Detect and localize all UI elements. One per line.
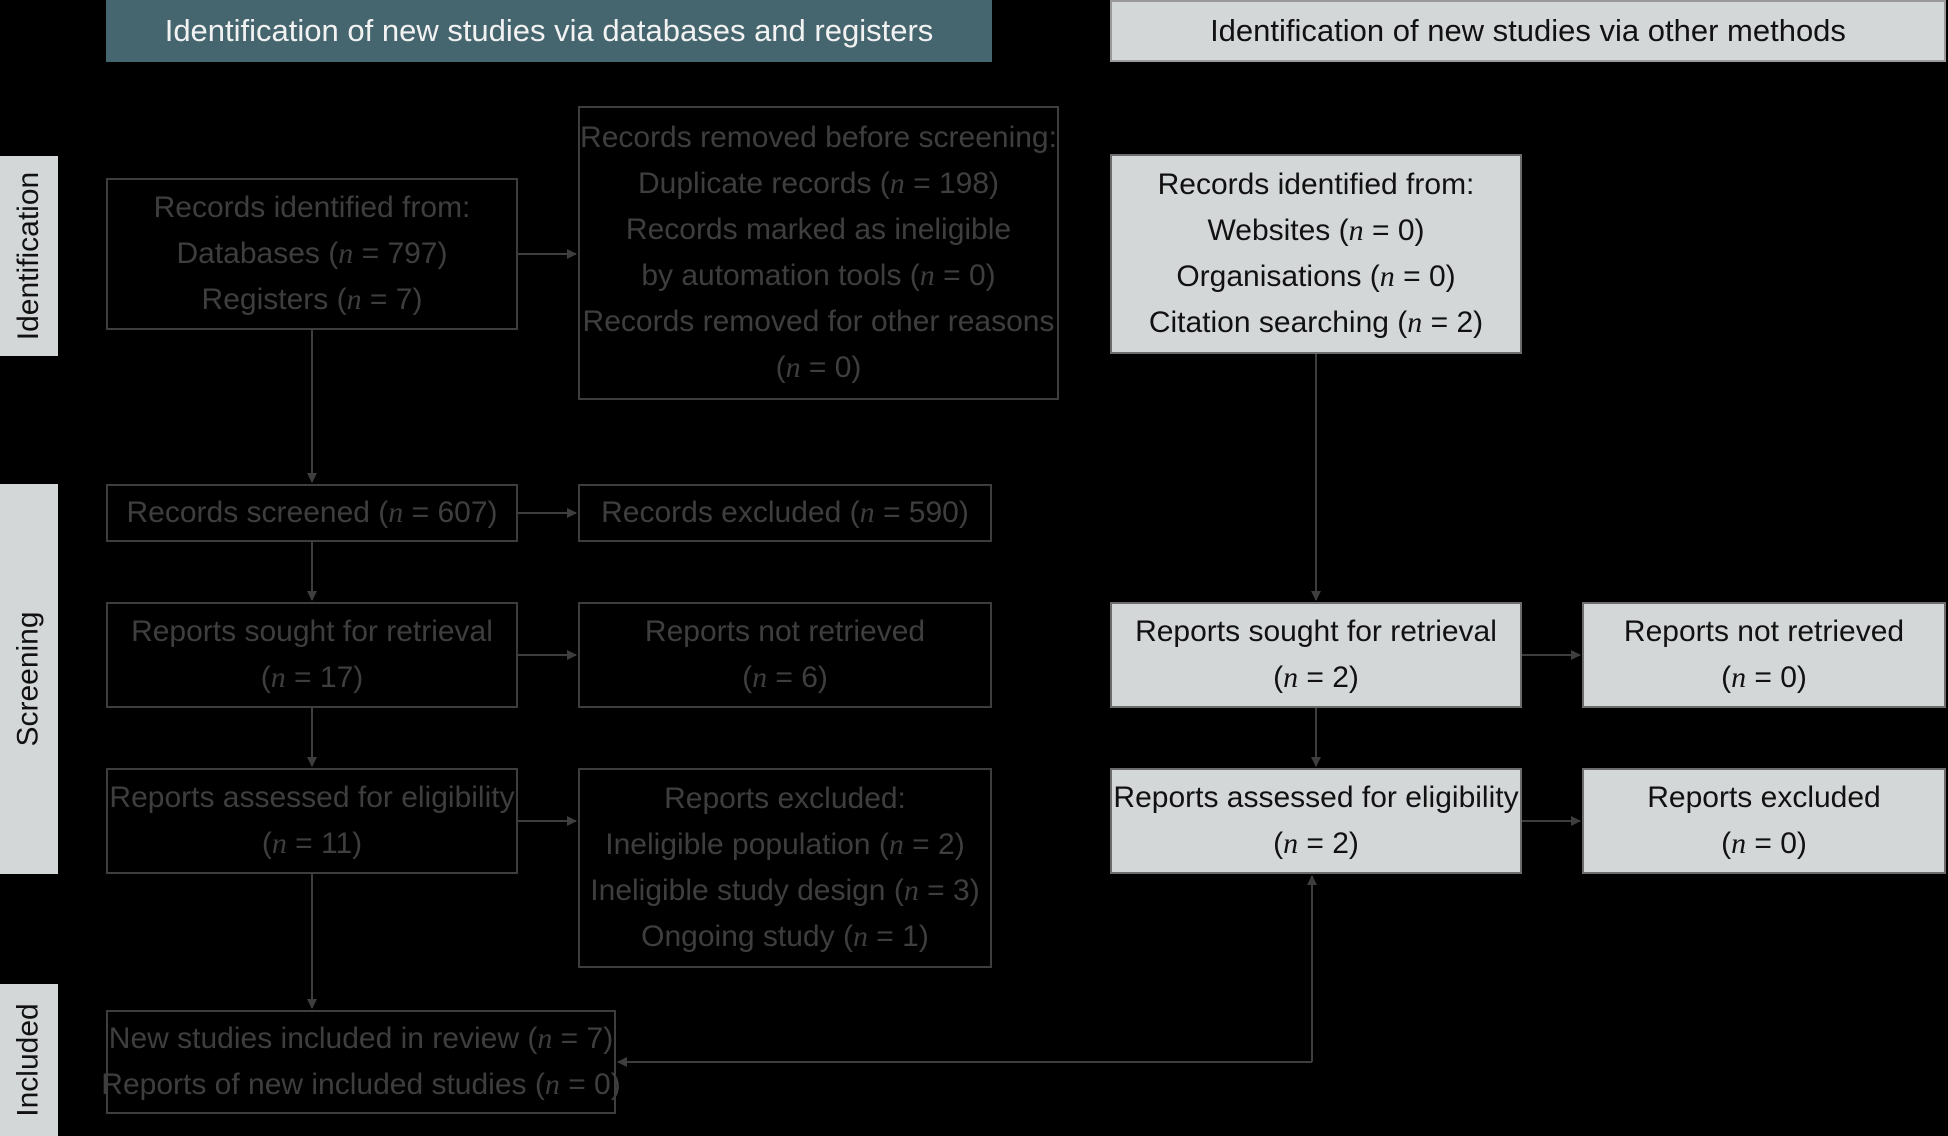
other-reports-assessed-line: (n = 2) [1273, 827, 1359, 860]
other-reports-excluded-line: Reports excluded [1647, 781, 1881, 814]
db-records-removed-line: (n = 0) [775, 351, 862, 384]
db-reports-not-retrieved-line: Reports not retrieved [644, 615, 926, 648]
db-reports-sought-box: Reports sought for retrieval (n = 17) [106, 602, 518, 708]
db-records-screened-box: Records screened (n = 607) [106, 484, 518, 542]
db-records-removed-line: by automation tools (n = 0) [641, 259, 996, 292]
stage-included: Included [0, 984, 58, 1136]
other-reports-not-retrieved-box: Reports not retrieved (n = 0) [1582, 602, 1946, 708]
db-records-identified-box: Records identified from: Databases (n = 7… [106, 178, 518, 330]
included-studies-line: New studies included in review (n = 7) [108, 1022, 614, 1055]
header-other-label: Identification of new studies via other … [1210, 13, 1846, 48]
included-studies-box: New studies included in review (n = 7) Re… [101, 1010, 621, 1114]
db-reports-excluded-box: Reports excluded: Ineligible population (… [578, 768, 992, 968]
db-reports-excluded-line: Ineligible population (n = 2) [605, 828, 965, 861]
db-reports-excluded-line: Ongoing study (n = 1) [641, 920, 929, 953]
other-records-identified-line: Records identified from: [1157, 168, 1475, 201]
db-reports-sought-line: Reports sought for retrieval [131, 615, 493, 648]
stage-screening: Screening [0, 484, 58, 874]
db-records-identified-line: Registers (n = 7) [201, 283, 423, 316]
other-reports-not-retrieved-line: Reports not retrieved [1623, 615, 1905, 648]
other-reports-sought-line: (n = 2) [1273, 661, 1359, 694]
db-records-identified-line: Databases (n = 797) [176, 237, 448, 270]
db-records-excluded-box: Records excluded (n = 590) [578, 484, 992, 542]
db-reports-excluded-line: Ineligible study design (n = 3) [590, 874, 980, 907]
other-reports-assessed-box: Reports assessed for eligibility (n = 2) [1110, 768, 1522, 874]
other-reports-excluded-box: Reports excluded (n = 0) [1582, 768, 1946, 874]
db-records-screened-line: Records screened (n = 607) [126, 496, 498, 529]
other-reports-sought-line: Reports sought for retrieval [1135, 615, 1497, 648]
db-records-identified-line: Records identified from: [153, 191, 471, 224]
db-records-removed-line: Duplicate records (n = 198) [638, 167, 999, 200]
db-records-removed-line: Records marked as ineligible [625, 213, 1012, 246]
other-reports-not-retrieved-line: (n = 0) [1721, 661, 1807, 694]
db-reports-not-retrieved-box: Reports not retrieved (n = 6) [578, 602, 992, 708]
header-databases-registers: Identification of new studies via databa… [106, 0, 992, 62]
db-reports-assessed-line: (n = 11) [261, 827, 363, 860]
db-reports-excluded-line: Reports excluded: [664, 782, 906, 815]
db-records-excluded-line: Records excluded (n = 590) [601, 496, 969, 529]
other-records-identified-box: Records identified from: Websites (n = 0)… [1110, 154, 1522, 354]
other-records-identified-line: Organisations (n = 0) [1176, 260, 1456, 293]
other-reports-excluded-line: (n = 0) [1721, 827, 1807, 860]
db-records-removed-line: Records removed before screening: [580, 121, 1057, 154]
other-reports-assessed-line: Reports assessed for eligibility [1113, 781, 1519, 814]
stage-identification: Identification [0, 156, 58, 356]
other-records-identified-line: Websites (n = 0) [1207, 214, 1425, 247]
db-records-removed-box: Records removed before screening: Duplica… [578, 106, 1059, 400]
header-databases-label: Identification of new studies via databa… [164, 13, 934, 48]
db-reports-assessed-line: Reports assessed for eligibility [109, 781, 515, 814]
included-studies-line: Reports of new included studies (n = 0) [101, 1068, 621, 1101]
db-records-removed-line: Records removed for other reasons [582, 305, 1055, 338]
db-reports-not-retrieved-line: (n = 6) [742, 661, 828, 694]
header-other-methods: Identification of new studies via other … [1110, 0, 1946, 62]
other-records-identified-line: Citation searching (n = 2) [1148, 306, 1484, 339]
db-reports-assessed-box: Reports assessed for eligibility (n = 11) [106, 768, 518, 874]
db-reports-sought-line: (n = 17) [260, 661, 364, 694]
other-reports-sought-box: Reports sought for retrieval (n = 2) [1110, 602, 1522, 708]
